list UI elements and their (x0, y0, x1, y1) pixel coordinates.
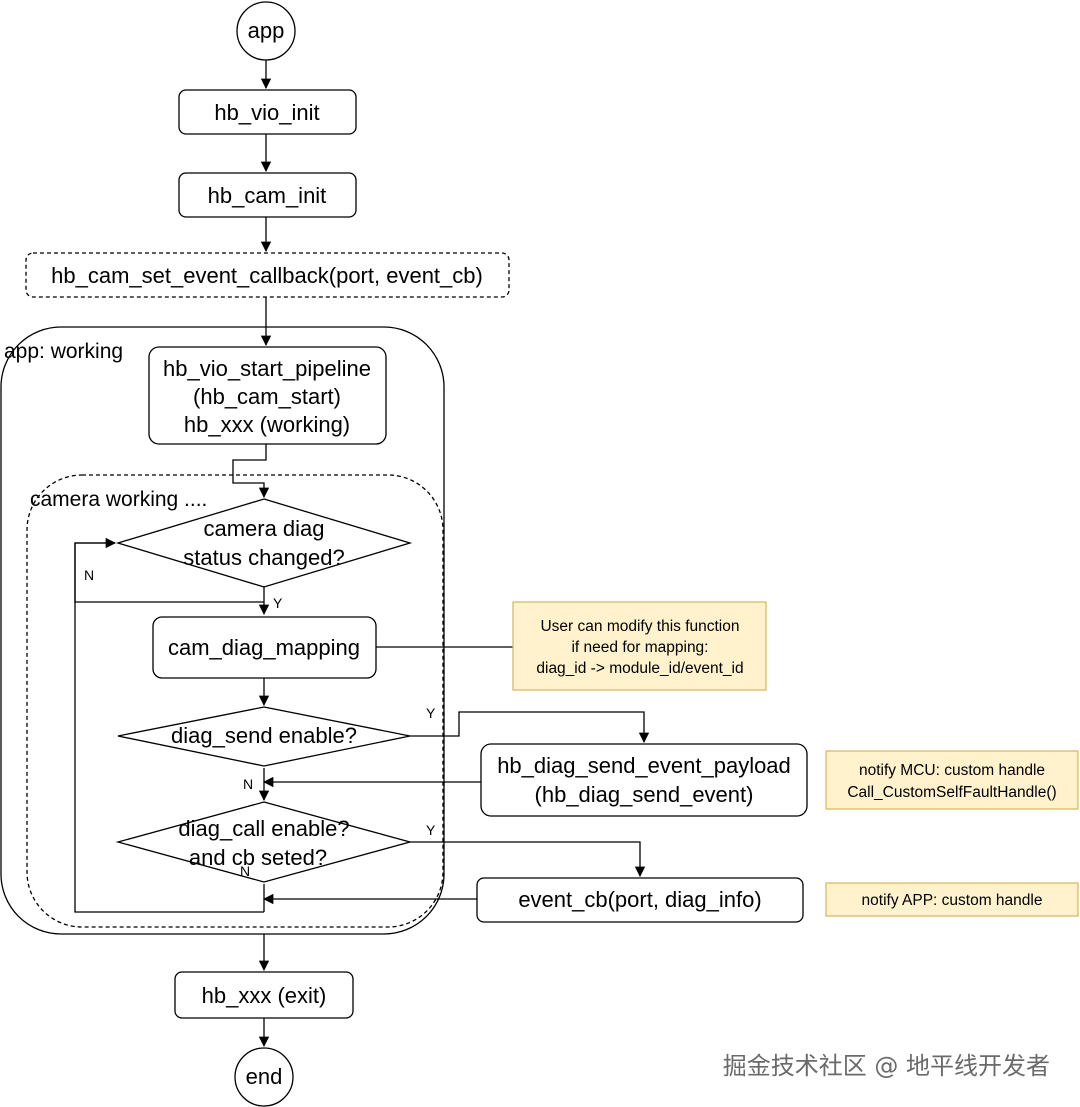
start-pipeline-node (148, 346, 387, 445)
send-enable-label: diag_send enable? (171, 723, 357, 748)
send-no-label: N (243, 776, 253, 792)
mapping-note (512, 601, 767, 691)
set-callback-label: hb_cam_set_event_callback(port, event_cb… (51, 263, 483, 288)
event-cb-label: event_cb(port, diag_info) (518, 887, 761, 912)
start-pipeline-line-2: (hb_cam_start) (193, 384, 341, 409)
start-node (236, 1, 296, 61)
send-payload-node (480, 743, 808, 817)
end-node (234, 1047, 294, 1107)
cam-init-label: hb_cam_init (208, 183, 327, 208)
edges (74, 57, 650, 1048)
app-note-label: notify APP: custom handle (862, 892, 1043, 909)
mapping-note-line-1: User can modify this function (540, 618, 739, 635)
mcu-note-line-1: notify MCU: custom handle (859, 762, 1045, 779)
mcu-note (825, 750, 1079, 810)
camera-working-group (26, 474, 444, 928)
exit-node (174, 971, 354, 1019)
cam-init-node (178, 172, 357, 218)
app-note (825, 882, 1079, 917)
call-yes-label: Y (426, 822, 436, 838)
status-changed-line-1: camera diag (203, 516, 324, 541)
call-enable-decision (115, 801, 413, 883)
event-cb-node (476, 877, 804, 923)
edge-call-yes-to-event-cb (410, 841, 646, 878)
status-no-label: N (84, 567, 94, 583)
edge-loop-back (74, 542, 264, 913)
mapping-node (152, 616, 377, 679)
vio-init-node (178, 89, 357, 135)
status-yes-label: Y (273, 595, 283, 611)
call-no-label: N (240, 863, 250, 879)
send-yes-label: Y (426, 705, 436, 721)
call-enable-line-2: and cb seted? (189, 845, 327, 870)
edge-pipeline-to-status-changed (232, 444, 270, 499)
app-working-label: app: working (4, 340, 123, 363)
mapping-note-line-2: if need for mapping: (571, 639, 708, 656)
send-payload-line-1: hb_diag_send_event_payload (497, 753, 791, 778)
mapping-note-line-3: diag_id -> module_id/event_id (536, 660, 743, 677)
vio-init-label: hb_vio_init (214, 100, 319, 125)
send-enable-decision (117, 706, 411, 767)
start-node-label: app (248, 18, 285, 43)
status-changed-decision (115, 498, 413, 588)
app-working-group (0, 326, 445, 935)
status-changed-line-2: status changed? (183, 545, 344, 570)
mapping-label: cam_diag_mapping (168, 635, 360, 660)
end-node-label: end (246, 1064, 283, 1089)
watermark: 掘金技术社区 @ 地平线开发者 (723, 1052, 1050, 1080)
edge-send-yes-to-payload (410, 711, 650, 744)
send-payload-line-2: (hb_diag_send_event) (535, 782, 754, 807)
set-callback-node (25, 252, 510, 298)
call-enable-line-1: diag_call enable? (178, 816, 349, 841)
exit-label: hb_xxx (exit) (202, 983, 327, 1008)
mcu-note-line-2: Call_CustomSelfFaultHandle() (847, 784, 1056, 801)
camera-working-label: camera working .... (30, 488, 207, 511)
start-pipeline-line-3: hb_xxx (working) (184, 412, 350, 437)
start-pipeline-line-1: hb_vio_start_pipeline (163, 356, 371, 381)
